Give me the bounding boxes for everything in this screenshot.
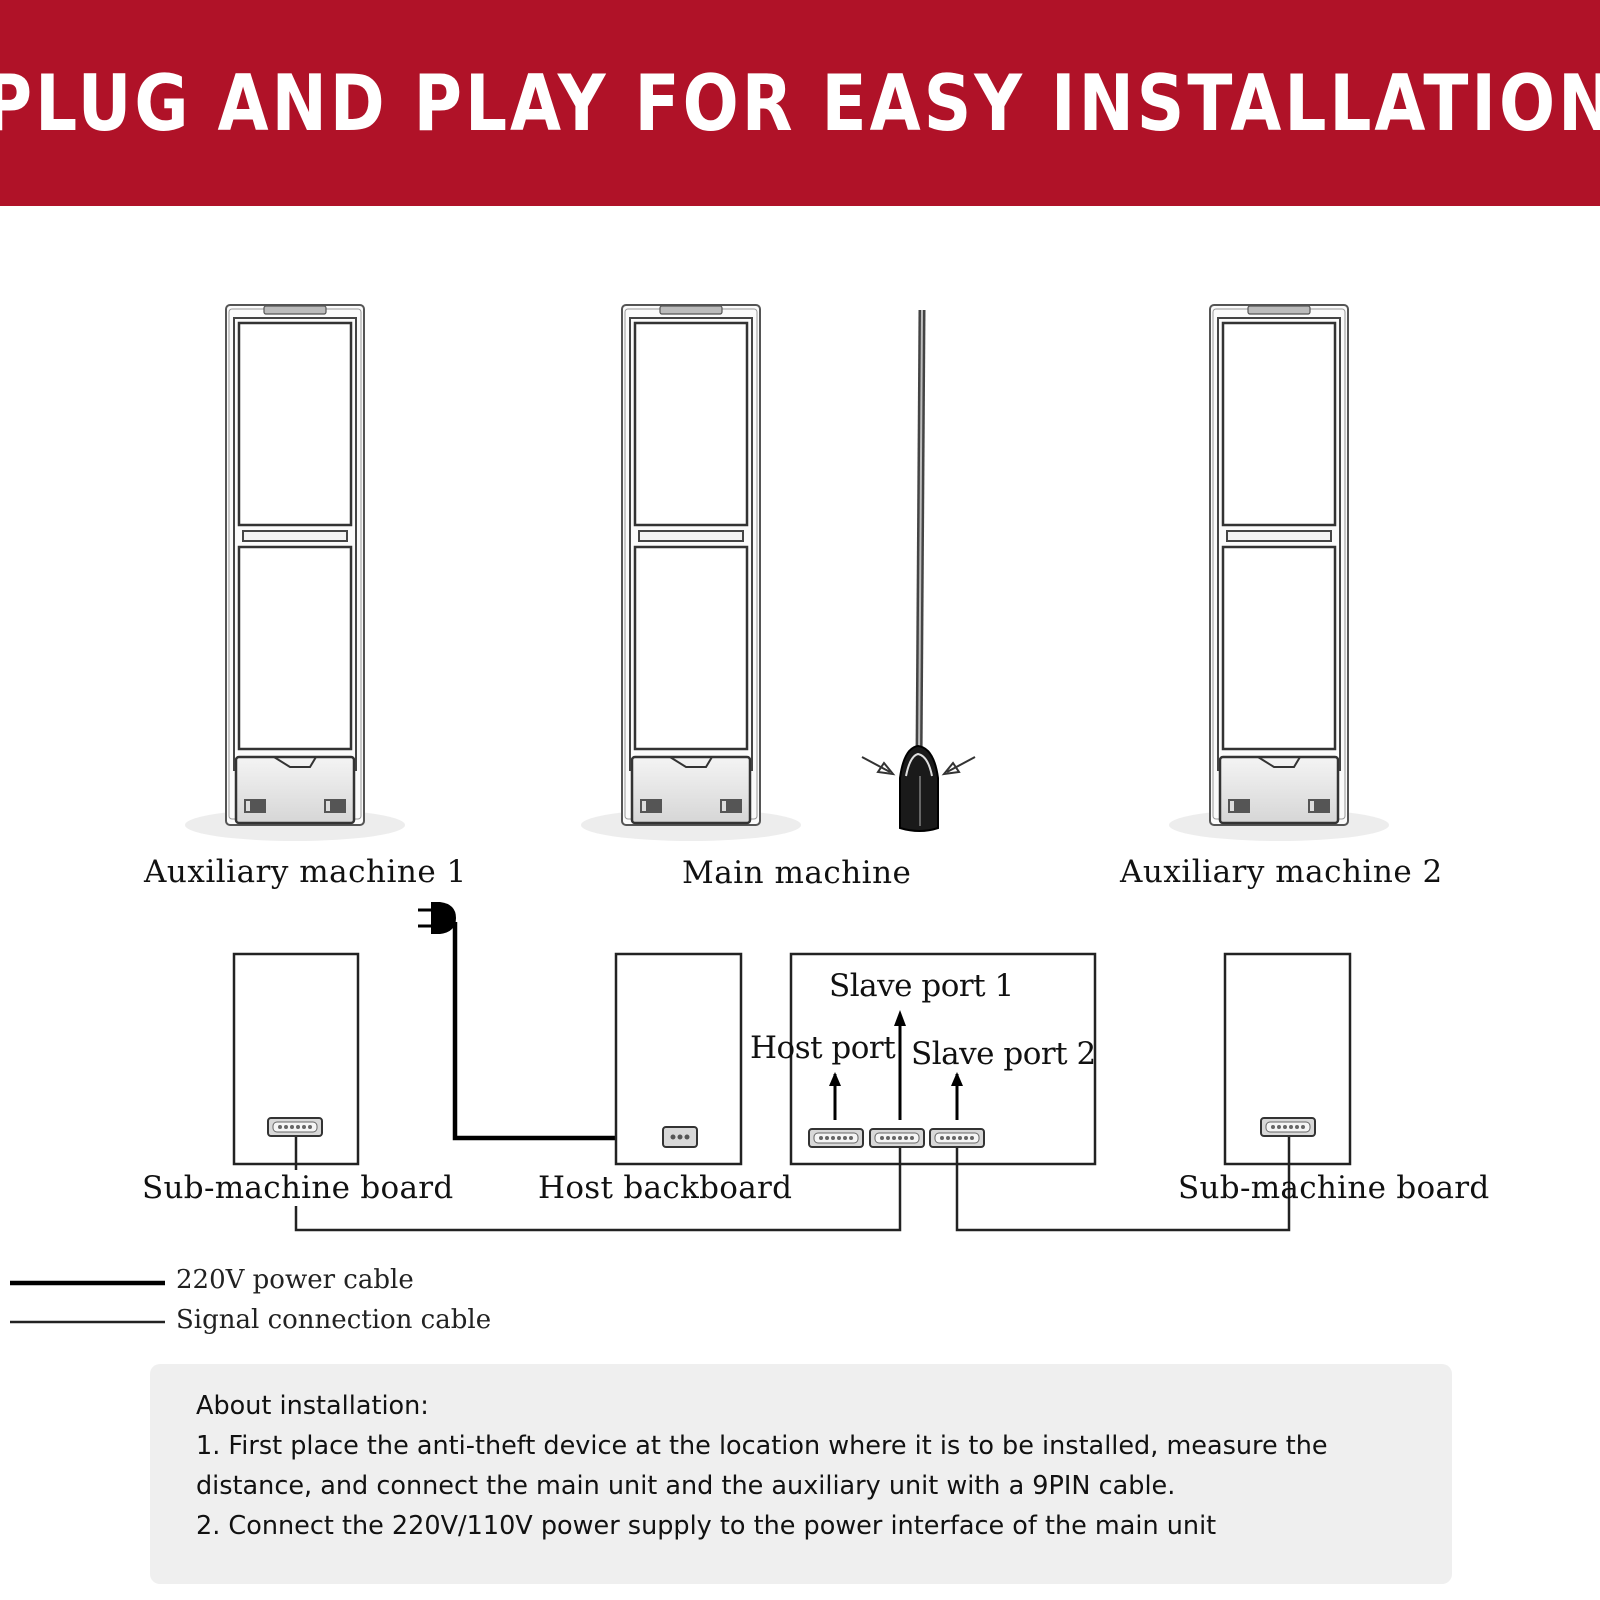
label-sub-machine-board-left: Sub-machine board xyxy=(142,1170,454,1206)
signal-cable-right xyxy=(955,1137,1291,1232)
slave-port-2-connector xyxy=(929,1128,985,1148)
sub-board-left-connector xyxy=(267,1117,323,1137)
arrow-inward-icon xyxy=(861,756,976,776)
info-heading: About installation: xyxy=(196,1391,429,1421)
host-port-connector xyxy=(808,1128,864,1148)
label-sub-machine-board-right: Sub-machine board xyxy=(1178,1170,1490,1206)
host-backboard xyxy=(614,952,743,1166)
info-line-2: distance, and connect the main unit and … xyxy=(196,1471,1176,1501)
auxiliary-machine-2-antenna xyxy=(1167,303,1391,843)
label-slave-port-1: Slave port 1 xyxy=(829,968,1014,1004)
power-plug-icon xyxy=(418,902,456,934)
info-line-3: 2. Connect the 220V/110V power supply to… xyxy=(196,1511,1217,1541)
label-auxiliary-machine-2: Auxiliary machine 2 xyxy=(1120,854,1443,890)
main-machine-side-view xyxy=(899,309,939,832)
arrow-up-icon xyxy=(894,1010,906,1120)
page-title: PLUG AND PLAY FOR EASY INSTALLATION xyxy=(0,57,1600,149)
label-host-port: Host port xyxy=(750,1030,896,1066)
label-auxiliary-machine-1: Auxiliary machine 1 xyxy=(144,854,467,890)
host-backboard-connector xyxy=(662,1126,698,1148)
power-cable xyxy=(452,922,663,1141)
header-banner: PLUG AND PLAY FOR EASY INSTALLATION xyxy=(0,0,1600,206)
slave-port-1-connector xyxy=(869,1128,925,1148)
info-line-1: 1. First place the anti-theft device at … xyxy=(196,1431,1328,1461)
label-main-machine: Main machine xyxy=(682,855,912,891)
label-host-backboard: Host backboard xyxy=(538,1170,793,1206)
main-machine-antenna xyxy=(579,303,803,843)
sub-board-right-connector xyxy=(1260,1117,1316,1137)
auxiliary-machine-1-antenna xyxy=(183,303,407,843)
legend-power-label: 220V power cable xyxy=(176,1265,414,1295)
legend-signal-label: Signal connection cable xyxy=(176,1305,492,1335)
installation-info-box: About installation: 1. First place the a… xyxy=(150,1364,1452,1584)
label-slave-port-2: Slave port 2 xyxy=(911,1036,1096,1072)
